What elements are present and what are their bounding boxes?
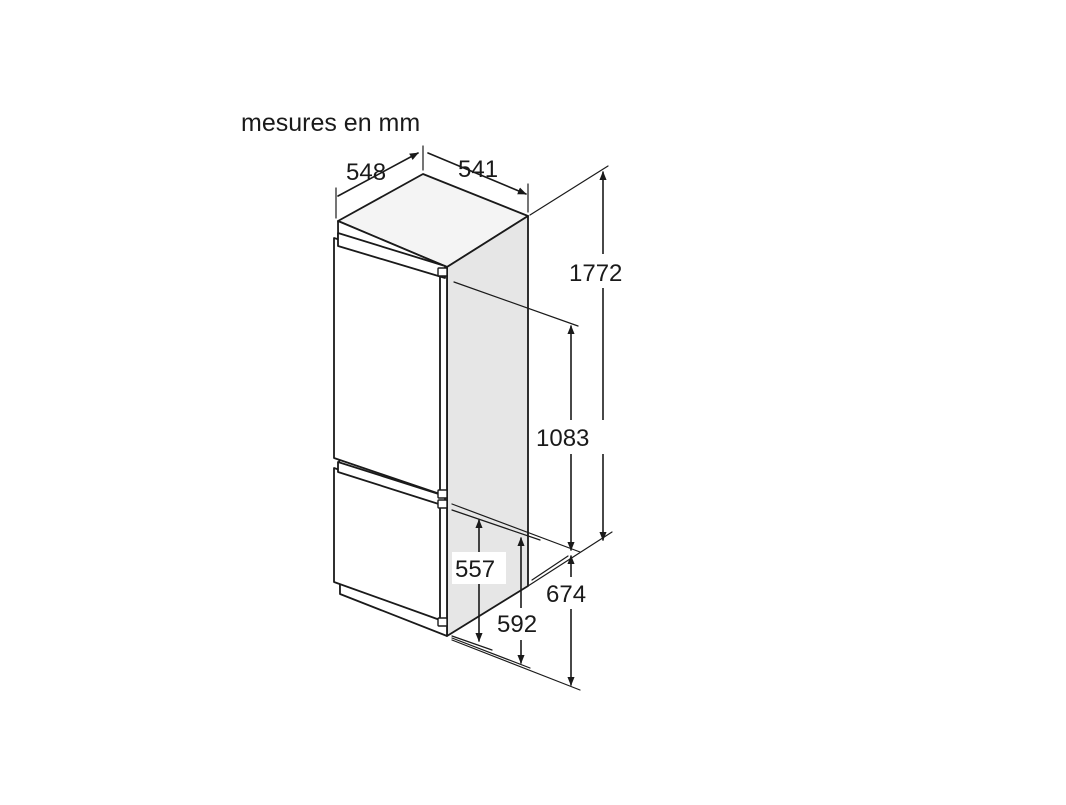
dimension-1083: 1083 — [534, 325, 604, 551]
dim-548-label: 548 — [346, 159, 386, 186]
units-label: mesures en mm — [241, 109, 420, 137]
dimension-1772: 1772 — [566, 171, 638, 541]
door-hinges — [437, 267, 448, 627]
dim-557-label: 557 — [455, 556, 495, 583]
upper-door — [333, 232, 446, 495]
dimension-548: 548 — [337, 152, 419, 197]
dimension-674: 674 — [544, 555, 598, 686]
dim-541-label: 541 — [458, 156, 498, 183]
extension-lines — [335, 145, 613, 691]
dim-1083-label: 1083 — [536, 425, 589, 452]
dim-674-label: 674 — [546, 581, 586, 608]
dimension-557: 557 — [452, 519, 506, 642]
dim-1772-label: 1772 — [569, 260, 622, 287]
dim-592-label: 592 — [497, 611, 537, 638]
dimension-541: 541 — [427, 152, 527, 195]
dimension-592: 592 — [494, 537, 548, 664]
